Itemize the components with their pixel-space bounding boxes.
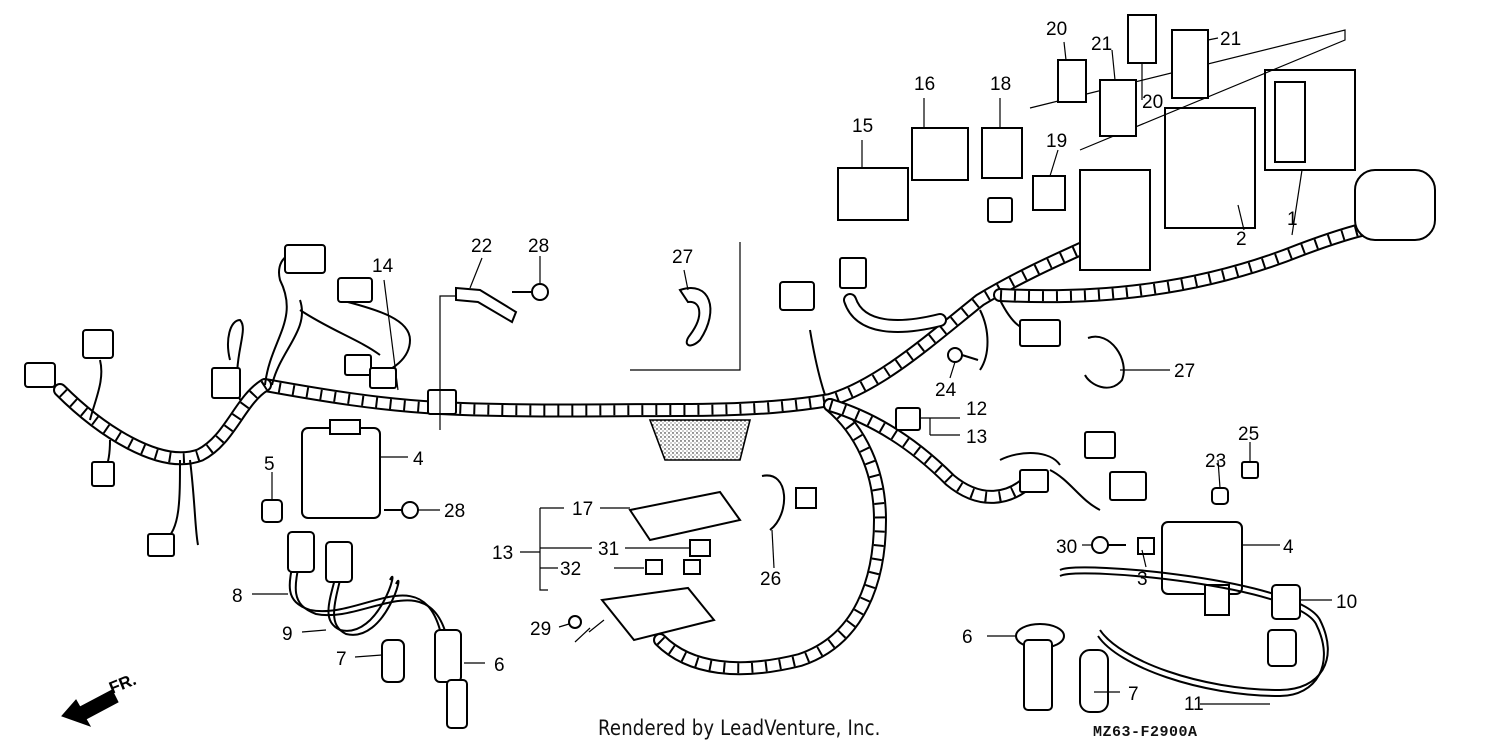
- callout-28-mid: 28: [444, 501, 465, 522]
- callout-5: 5: [264, 454, 275, 475]
- callout-1: 1: [1287, 209, 1298, 230]
- relay-15: [837, 167, 909, 221]
- callout-13-right: 13: [966, 427, 987, 448]
- callout-18: 18: [990, 74, 1011, 95]
- callout-8: 8: [232, 586, 243, 607]
- callout-24: 24: [935, 380, 957, 401]
- relay-19: [1032, 175, 1066, 211]
- relays-group: [837, 14, 1436, 271]
- callout-27-inset: 27: [672, 247, 693, 268]
- relay-21a: [1099, 79, 1137, 137]
- callout-9: 9: [282, 624, 293, 645]
- callout-31: 31: [598, 539, 619, 560]
- front-label: FR.: [106, 670, 139, 698]
- callout-6-right: 6: [494, 655, 505, 676]
- cdi-unit-2: [1164, 107, 1256, 229]
- front-arrow-icon: [61, 689, 119, 727]
- callout-12: 12: [966, 399, 987, 420]
- callout-11: 11: [1184, 694, 1204, 715]
- harness-connectors: [24, 197, 1147, 557]
- callout-20-lower: 20: [1142, 92, 1163, 113]
- callout-labels: 1 2 3 4 4 5 6 6 7 7 8 9 10 11 12 13 13 1…: [232, 19, 1357, 715]
- callout-6-left: 6: [962, 627, 973, 648]
- callout-29: 29: [530, 619, 551, 640]
- plug-wires: [287, 531, 1329, 729]
- callout-20-upper: 20: [1046, 19, 1067, 40]
- callout-17: 17: [572, 499, 593, 520]
- fuse-box-group: [568, 490, 742, 642]
- clamps-group: [261, 286, 1259, 555]
- relay-18: [981, 127, 1023, 179]
- callout-28-top: 28: [528, 236, 549, 257]
- relay-20a: [1057, 59, 1087, 103]
- starter-solenoid: [1354, 169, 1436, 241]
- callout-22: 22: [471, 236, 492, 257]
- leader-lines: [252, 37, 1332, 705]
- relay-20b: [1127, 14, 1157, 64]
- callout-21-right: 21: [1220, 29, 1241, 50]
- callout-4-right: 4: [1283, 537, 1294, 558]
- callout-23: 23: [1205, 451, 1226, 472]
- callout-14: 14: [372, 256, 394, 277]
- callout-19: 19: [1046, 131, 1067, 152]
- callout-10: 10: [1336, 592, 1357, 613]
- front-direction-indicator: FR.: [61, 670, 139, 727]
- relay-16: [911, 127, 969, 181]
- callout-27-right: 27: [1174, 361, 1195, 382]
- bolts-group: [384, 283, 1126, 554]
- main-wire-harness: [53, 221, 1377, 676]
- harness-cover: [648, 419, 752, 461]
- callout-3: 3: [1137, 569, 1148, 590]
- ignition-coil-right: [1161, 521, 1243, 616]
- drawing-code: MZ63-F2900A: [1093, 724, 1198, 741]
- footer-credit: Rendered by LeadVenture, Inc.: [598, 716, 881, 740]
- callout-13-left: 13: [492, 543, 513, 564]
- callout-4-left: 4: [413, 449, 424, 470]
- regulator-unit: [1079, 169, 1151, 271]
- callout-30: 30: [1056, 537, 1077, 558]
- ignition-coil-left: [301, 419, 381, 519]
- callout-2: 2: [1236, 229, 1247, 250]
- callout-25: 25: [1238, 424, 1259, 445]
- callout-7-left: 7: [336, 649, 347, 670]
- inset-frame: [630, 242, 741, 371]
- rectifier-cover: [1274, 81, 1306, 163]
- callout-26: 26: [760, 569, 781, 590]
- callout-7-right: 7: [1128, 684, 1139, 705]
- callout-21-left: 21: [1091, 34, 1112, 55]
- relay-21b: [1171, 29, 1209, 99]
- callout-16: 16: [914, 74, 935, 95]
- callout-15: 15: [852, 116, 873, 137]
- callout-32: 32: [560, 559, 581, 580]
